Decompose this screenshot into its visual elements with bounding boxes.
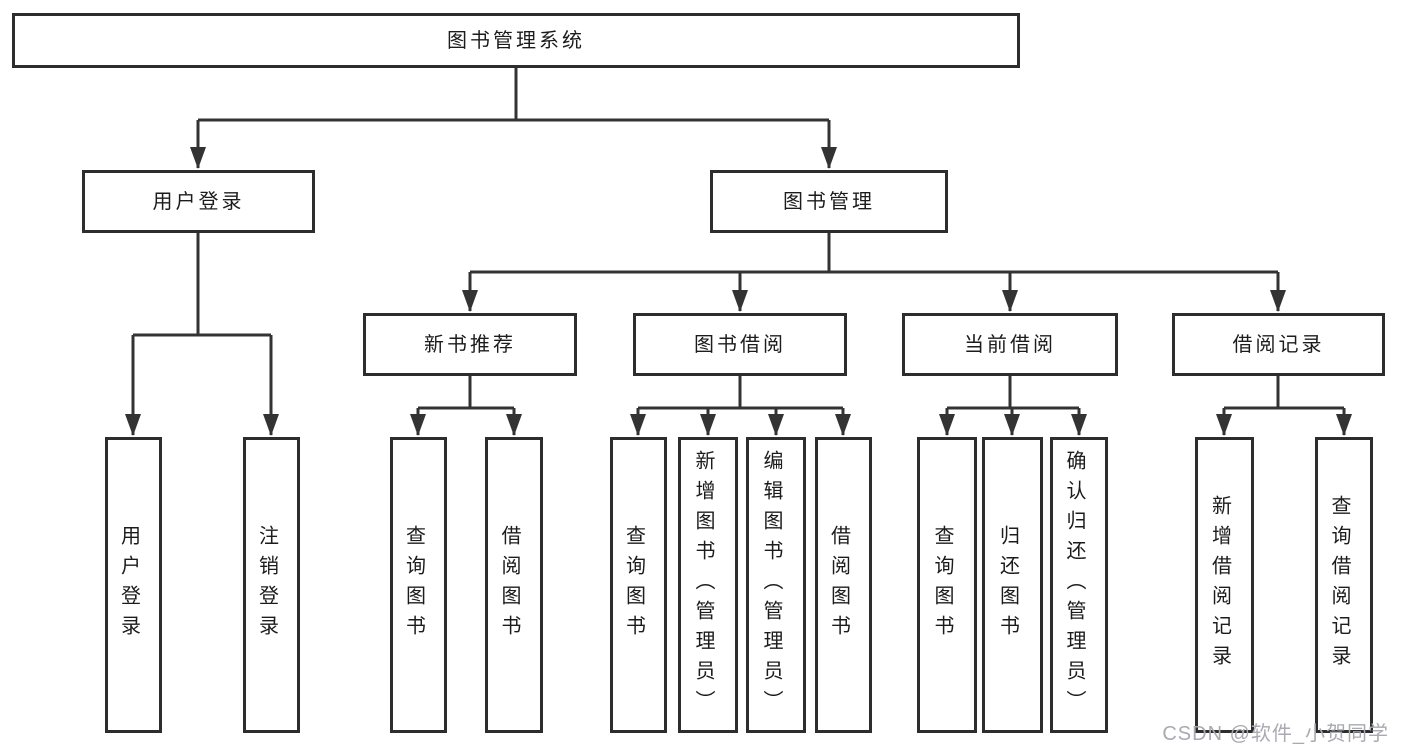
leaf-confirm-return-admin: 确认归还（管理员） — [1050, 437, 1108, 733]
leaf-logout: 注销登录 — [243, 437, 300, 733]
node-label: 注销登录 — [255, 525, 278, 645]
leaf-query-books-3: 查询图书 — [917, 437, 977, 733]
csdn-watermark: CSDN @软件_小贺同学 — [1162, 723, 1389, 745]
node-label: 用户登录 — [117, 525, 140, 645]
node-label: 新增图书（管理员） — [692, 450, 714, 720]
leaf-query-books-1: 查询图书 — [390, 437, 447, 733]
node-label: 查询图书 — [402, 525, 425, 645]
node-label: 归还图书 — [996, 525, 1019, 645]
node-label: 图书管理 — [783, 190, 875, 213]
leaf-user-login: 用户登录 — [105, 437, 162, 733]
leaf-add-book-admin: 新增图书（管理员） — [678, 437, 738, 733]
node-label: 借阅图书 — [498, 525, 520, 645]
node-current-borrowing: 当前借阅 — [902, 313, 1118, 376]
node-label: 新增借阅记录 — [1208, 495, 1231, 675]
node-label: 确认归还（管理员） — [1063, 450, 1085, 720]
node-label: 查询图书 — [622, 525, 645, 645]
node-label: 编辑图书（管理员） — [760, 450, 782, 720]
node-label: 当前借阅 — [964, 333, 1056, 356]
node-label: 用户登录 — [152, 190, 245, 213]
node-label: 借阅图书 — [827, 525, 850, 645]
node-borrowing-records: 借阅记录 — [1172, 313, 1385, 376]
leaf-return-book: 归还图书 — [982, 437, 1043, 733]
leaf-borrow-books-2: 借阅图书 — [815, 437, 872, 733]
node-label: 查询借阅记录 — [1328, 495, 1350, 675]
node-new-book-recommend: 新书推荐 — [363, 313, 577, 376]
leaf-edit-book-admin: 编辑图书（管理员） — [746, 437, 806, 733]
connector-arrows — [125, 120, 1352, 436]
leaf-borrow-books-1: 借阅图书 — [485, 437, 543, 733]
connector-lines — [133, 68, 1344, 410]
leaf-query-borrow-record: 查询借阅记录 — [1315, 437, 1373, 733]
node-user-login: 用户登录 — [82, 170, 315, 233]
leaf-add-borrow-record: 新增借阅记录 — [1195, 437, 1254, 733]
node-label: 图书借阅 — [694, 333, 786, 356]
node-label: 查询图书 — [931, 525, 953, 645]
node-label: 新书推荐 — [424, 333, 516, 356]
node-label: 借阅记录 — [1232, 333, 1325, 356]
node-library-management-system: 图书管理系统 — [12, 13, 1020, 68]
node-book-borrowing: 图书借阅 — [633, 313, 847, 376]
node-label: 图书管理系统 — [447, 29, 585, 52]
node-book-management: 图书管理 — [710, 170, 948, 233]
leaf-query-books-2: 查询图书 — [610, 437, 667, 733]
